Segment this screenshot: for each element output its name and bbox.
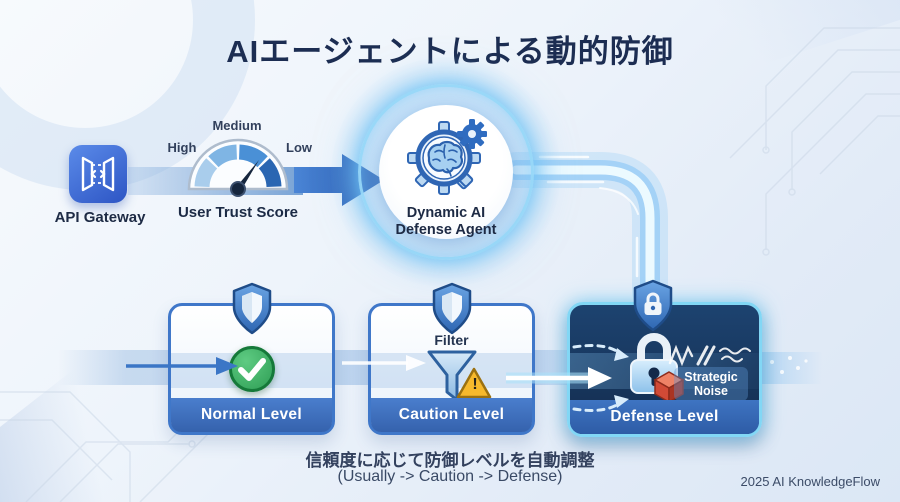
lock-icon [630, 333, 678, 394]
agent-label-line2: Defense Agent [395, 222, 497, 238]
shield-icon [232, 282, 272, 335]
caption-line1: 信頼度に応じて防御レベルを自動調整 [305, 451, 595, 470]
normal-level-label: Normal Level [171, 398, 332, 432]
agent-icon [407, 119, 487, 195]
page-title: AIエージェントによる動的防御 [226, 34, 674, 69]
api-gateway-label: API Gateway [54, 209, 146, 226]
warning-icon [456, 367, 492, 399]
defense-level-label: Defense Level [570, 400, 759, 434]
agent-label-line1: Dynamic AI [406, 205, 486, 221]
gauge-tick-high: High [167, 140, 197, 155]
filter-label: Filter [434, 332, 469, 348]
caution-level-label: Caution Level [371, 398, 532, 432]
shield-icon [432, 282, 472, 335]
gauge-tick-low: Low [286, 140, 312, 155]
agent-glow-ring [358, 84, 534, 260]
footer-credit: 2025 AI KnowledgeFlow [740, 474, 880, 489]
strategic-noise-label: Strategic Noise [674, 367, 748, 401]
api-gateway-icon [69, 145, 127, 203]
trust-gauge-dial [187, 138, 289, 197]
shield-lock-icon [633, 279, 673, 332]
noise-label-line2: Noise [693, 384, 729, 398]
noise-label-line1: Strategic [684, 370, 738, 384]
gauge-tick-medium: Medium [212, 118, 262, 133]
agent-label: Dynamic AI Defense Agent [366, 205, 526, 239]
gauge-title: User Trust Score [177, 204, 299, 221]
noise-waves-icon [668, 344, 751, 367]
caption-line2: (Usually -> Caution -> Defense) [337, 468, 563, 485]
check-icon [229, 346, 275, 392]
warning-mark: ! [472, 376, 478, 393]
